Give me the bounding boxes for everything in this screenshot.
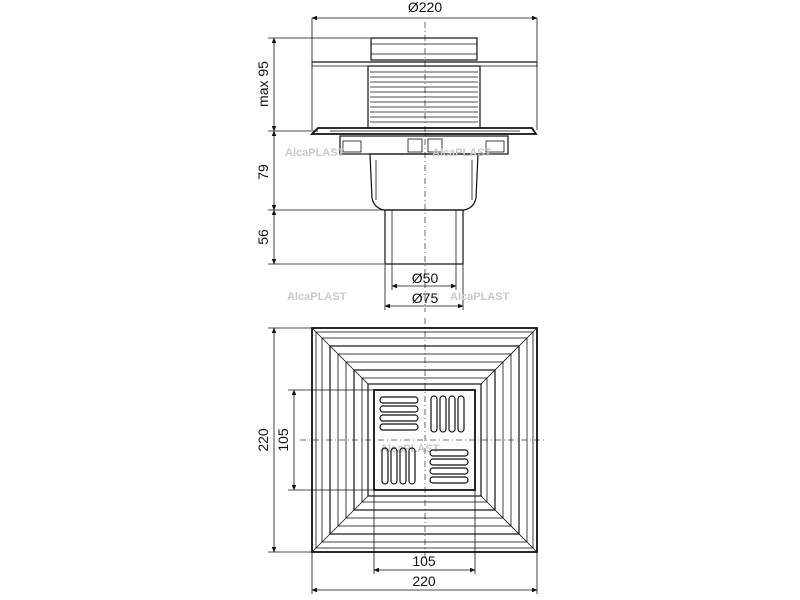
frame-step (353, 369, 496, 511)
slot (439, 395, 447, 433)
max-height-label: max 95 (255, 61, 271, 107)
frame-step (367, 383, 482, 497)
watermark-logo: AlcaPLAST (450, 291, 510, 303)
flange (309, 127, 538, 135)
outlet-pipe (384, 209, 464, 265)
slot (379, 414, 419, 422)
nut-left (342, 140, 362, 153)
plan-height-label: 220 (255, 428, 271, 452)
nut-center-right (427, 138, 443, 153)
slot (408, 447, 416, 485)
corner-diagonal (480, 495, 538, 553)
threaded-body (367, 65, 481, 129)
slot (399, 447, 407, 485)
grate-height-label: 105 (275, 428, 291, 452)
side-view: Ø220 (255, 0, 538, 312)
slot (379, 423, 419, 431)
frame-step (329, 345, 520, 535)
corner-diagonal (311, 495, 369, 553)
watermark-logo: AlcaPLAST (432, 147, 492, 159)
slot (457, 395, 465, 433)
trap-body (369, 153, 479, 211)
outer-outlet-label: Ø75 (412, 290, 439, 306)
slot (429, 476, 469, 484)
grate (373, 389, 476, 491)
grate-width-label: 105 (412, 553, 436, 569)
slot (390, 447, 398, 485)
nut-center-left (407, 138, 423, 153)
slot (430, 395, 438, 433)
frame-step (315, 331, 534, 549)
nut-right (485, 140, 505, 153)
slot (448, 395, 456, 433)
frame-step (361, 377, 488, 503)
top-diameter-label: Ø220 (408, 0, 442, 15)
watermark-logo: AlcaPLAST (285, 147, 345, 159)
watermark-logo: AlcaPLAST (287, 291, 347, 303)
slot (429, 458, 469, 466)
grate-frame (373, 389, 476, 491)
inner-outlet-label: Ø50 (412, 270, 439, 286)
plan-view: 220 105 105 220 (255, 318, 545, 594)
frame-step (321, 337, 528, 543)
corner-diagonal (311, 327, 369, 385)
corner-diagonal (480, 327, 538, 385)
outlet-height-label: 56 (255, 229, 271, 245)
slot (429, 449, 469, 457)
body-height-label: 79 (255, 164, 271, 180)
frame-step (337, 353, 512, 527)
plan-width-label: 220 (412, 573, 436, 589)
top-collar (370, 37, 478, 61)
slot (429, 467, 469, 475)
outer-frame (311, 327, 538, 553)
slot (379, 405, 419, 413)
frame-step (345, 361, 504, 519)
slot (379, 396, 419, 404)
slot (381, 447, 389, 485)
